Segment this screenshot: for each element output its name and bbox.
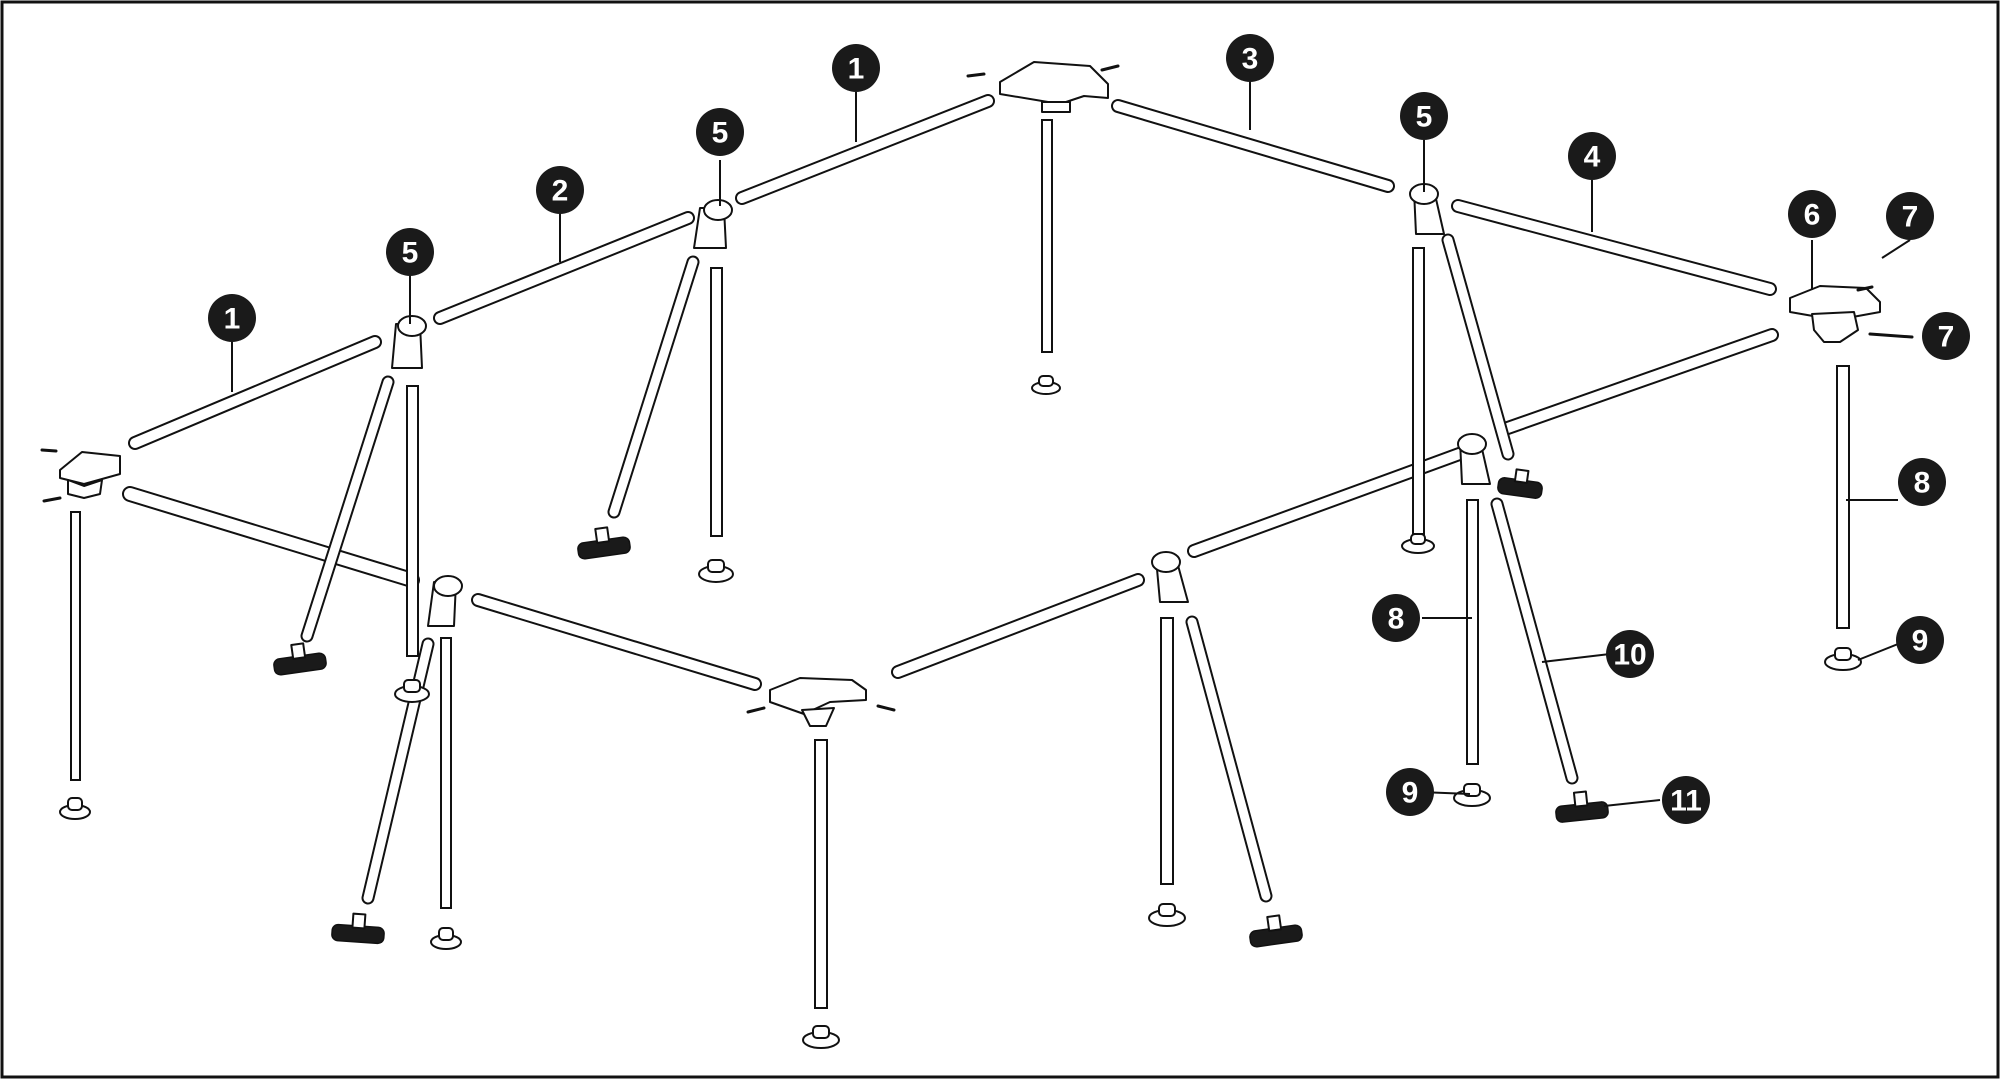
callout-part-10: 10 <box>1606 630 1654 678</box>
callout-number: 2 <box>552 175 569 208</box>
callout-circle <box>1606 630 1654 678</box>
callout-number: 7 <box>1938 321 1955 354</box>
callout-number: 8 <box>1914 467 1931 500</box>
corner-joints <box>59 61 1881 727</box>
callout-part-7: 7 <box>1886 192 1934 240</box>
brace-connectors <box>273 468 1609 948</box>
callout-number: 9 <box>1912 625 1929 658</box>
callout-number: 7 <box>1902 201 1919 234</box>
callout-part-11: 11 <box>1662 776 1710 824</box>
callout-number: 5 <box>1416 101 1433 134</box>
callout-circle <box>1896 616 1944 664</box>
callout-circle <box>1662 776 1710 824</box>
pins <box>40 64 1914 714</box>
callout-part-4: 4 <box>1568 132 1616 180</box>
callout-part-1: 1 <box>832 44 880 92</box>
callout-part-8: 8 <box>1372 594 1420 642</box>
foot-caps <box>59 375 1862 1049</box>
callout-circle <box>1372 594 1420 642</box>
callout-circle <box>1226 34 1274 82</box>
leader-lines <box>231 80 1911 807</box>
diagonal-braces <box>300 233 1579 905</box>
callout-part-5: 5 <box>386 228 434 276</box>
callout-part-3: 3 <box>1226 34 1274 82</box>
callout-part-6: 6 <box>1788 190 1836 238</box>
callout-number: 1 <box>224 303 241 336</box>
callout-number: 8 <box>1388 603 1405 636</box>
callout-number: 10 <box>1613 639 1646 672</box>
callout-part-1: 1 <box>208 294 256 342</box>
vertical-legs <box>70 119 1850 1009</box>
callout-number: 6 <box>1804 199 1821 232</box>
callout-circle <box>1898 458 1946 506</box>
top-rail-beams <box>122 94 1779 691</box>
callout-circle <box>1568 132 1616 180</box>
callout-part-8: 8 <box>1898 458 1946 506</box>
callout-number: 3 <box>1242 43 1259 76</box>
callout-number: 9 <box>1402 777 1419 810</box>
callout-circle <box>208 294 256 342</box>
callout-part-5: 5 <box>696 108 744 156</box>
callout-part-7: 7 <box>1922 312 1970 360</box>
callout-number: 1 <box>848 53 865 86</box>
callout-number: 5 <box>402 237 419 270</box>
callout-number: 4 <box>1584 141 1601 174</box>
callout-circle <box>832 44 880 92</box>
callout-circle <box>1922 312 1970 360</box>
callout-circle <box>1400 92 1448 140</box>
callout-circle <box>1788 190 1836 238</box>
callout-circle <box>1886 192 1934 240</box>
callout-circle <box>536 166 584 214</box>
callout-circle <box>386 228 434 276</box>
callout-number: 11 <box>1670 785 1702 818</box>
callout-number: 5 <box>712 117 729 150</box>
callout-part-9: 9 <box>1386 768 1434 816</box>
callout-part-9: 9 <box>1896 616 1944 664</box>
callout-part-5: 5 <box>1400 92 1448 140</box>
t-connectors <box>391 183 1491 627</box>
callout-circle <box>696 108 744 156</box>
callout-circle <box>1386 768 1434 816</box>
callout-part-2: 2 <box>536 166 584 214</box>
